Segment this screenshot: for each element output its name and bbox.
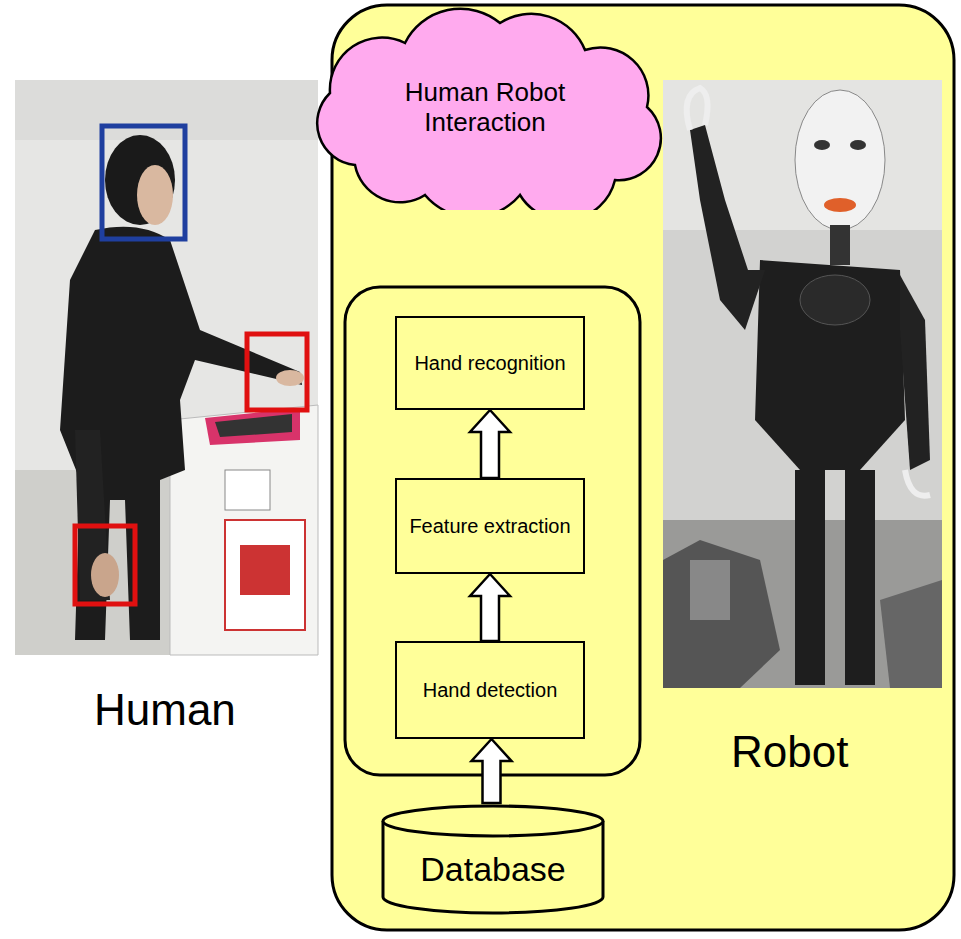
- block-arrow: [470, 574, 510, 641]
- robot-photo: [663, 80, 942, 688]
- node-text: Database: [420, 850, 566, 889]
- process-box: Feature extraction: [395, 478, 585, 574]
- cloud-bubble: Human Robot Interaction: [285, 5, 685, 210]
- figure-label: Human: [94, 685, 236, 735]
- process-box: Hand recognition: [395, 316, 585, 410]
- figure-label: Robot: [731, 727, 848, 777]
- pipeline-group: [345, 287, 640, 775]
- process-box: Hand detection: [395, 641, 585, 739]
- block-arrow: [470, 410, 510, 478]
- human-photo: [15, 80, 318, 655]
- node-text: Hand recognition: [414, 352, 565, 375]
- node-text: Hand detection: [423, 679, 558, 702]
- node-text: Feature extraction: [409, 515, 570, 538]
- database-cylinder: Database: [380, 803, 606, 915]
- node-text: Human Robot Interaction: [385, 78, 585, 138]
- block-arrow: [472, 739, 512, 803]
